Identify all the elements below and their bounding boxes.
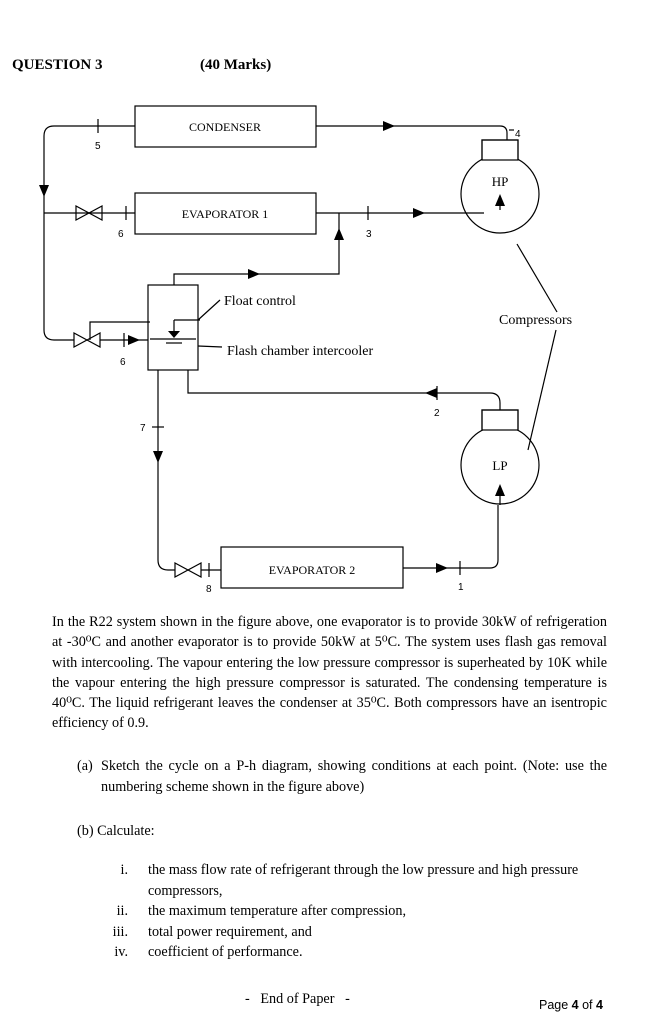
flash-chamber-label: Flash chamber intercooler	[227, 344, 374, 359]
question-title: QUESTION 3	[12, 57, 103, 73]
refrigeration-diagram: CONDENSER EVAPORATOR 1 EVAPORATOR 2 HP L…	[39, 105, 572, 595]
point-6a: 6	[118, 229, 124, 240]
hp-label: HP	[492, 174, 509, 189]
list-item: iv. coefficient of performance.	[114, 944, 303, 960]
part-a-text: Sketch the cycle on a P-h diagram, showi…	[101, 758, 607, 795]
list-item: ii. the maximum temperature after compre…	[116, 903, 407, 919]
compressors-label: Compressors	[499, 313, 572, 328]
point-4: 4	[515, 129, 521, 140]
expansion-valve-2	[73, 331, 101, 349]
page-number: Page 4 of 4	[539, 998, 603, 1012]
lp-label: LP	[492, 458, 507, 473]
point-8: 8	[206, 584, 212, 595]
expansion-valve-3	[174, 561, 202, 579]
evaporator2-label: EVAPORATOR 2	[269, 563, 356, 577]
pipe-2	[187, 370, 501, 418]
point-7: 7	[140, 423, 146, 434]
expansion-valve-1	[75, 204, 103, 222]
flash-chamber-box	[147, 284, 199, 371]
point-2: 2	[434, 408, 440, 419]
problem-statement: In the R22 system shown in the figure ab…	[52, 614, 607, 732]
pipe-5	[43, 125, 135, 341]
part-b-label: (b) Calculate:	[77, 823, 155, 839]
list-item: iii. total power requirement, and	[112, 923, 312, 940]
calculation-list: i. the mass flow rate of refrigerant thr…	[100, 860, 607, 963]
part-a-label: (a)	[77, 758, 93, 774]
pipe-1	[403, 505, 499, 569]
float-control-label: Float control	[224, 294, 296, 309]
point-5: 5	[95, 141, 101, 152]
evaporator1-label: EVAPORATOR 1	[182, 207, 269, 221]
point-6b: 6	[120, 357, 126, 368]
pipe-hp-out	[499, 125, 508, 142]
question-marks: (40 Marks)	[200, 57, 272, 73]
condenser-label: CONDENSER	[189, 120, 261, 134]
point-1: 1	[458, 582, 464, 593]
point-3: 3	[366, 229, 372, 240]
pipe-7	[157, 370, 175, 571]
bypass-line	[89, 321, 150, 340]
list-item: i. the mass flow rate of refrigerant thr…	[120, 862, 579, 899]
part-a: (a) Sketch the cycle on a P-h diagram, s…	[77, 756, 607, 797]
end-of-paper: - End of Paper -	[245, 991, 350, 1007]
